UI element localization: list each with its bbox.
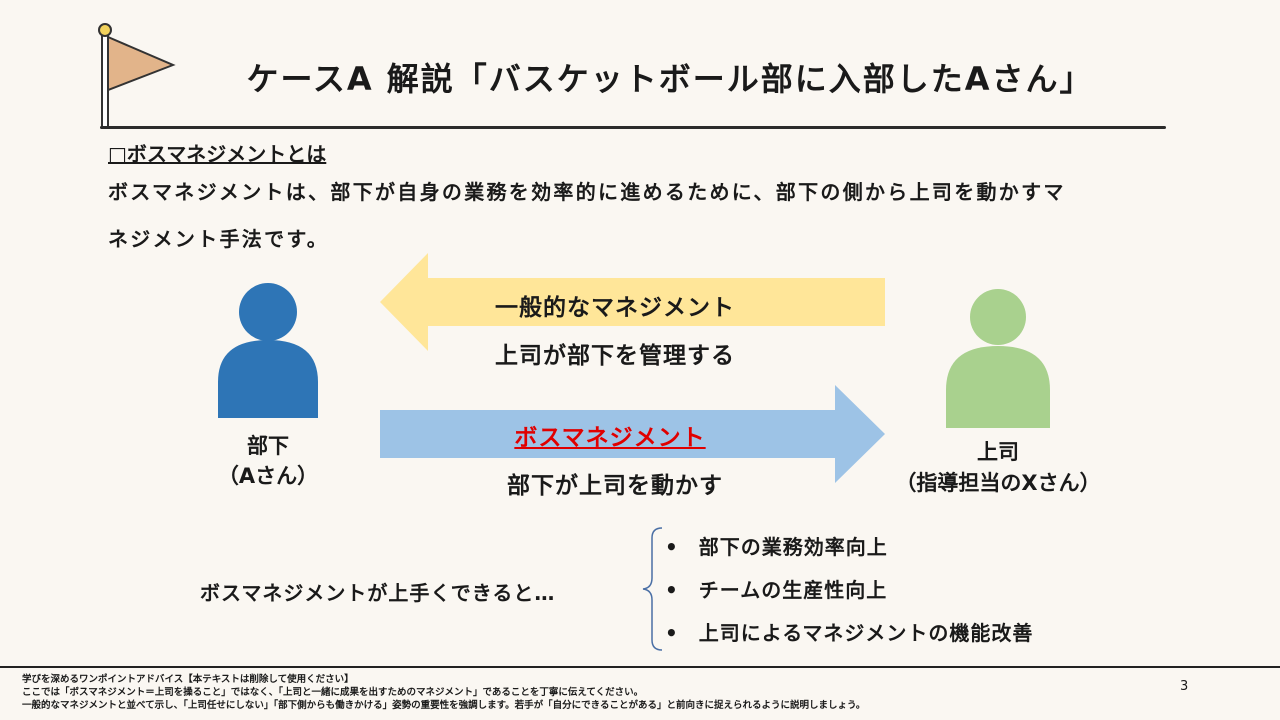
- footer-note: 一般的なマネジメントと並べて示し、「上司任せにしない」「部下側からも働きかける」…: [22, 700, 866, 711]
- left-arrow-general-management: [380, 253, 885, 351]
- bullet-icon: •: [665, 621, 679, 645]
- boss-label: 上司: [977, 440, 1019, 464]
- section-heading: □ボスマネジメントとは: [108, 142, 327, 166]
- subordinate-label: 部下: [247, 434, 289, 458]
- boss-management-caption: 部下が上司を動かす: [507, 473, 723, 499]
- footer-divider: [0, 666, 1280, 668]
- subordinate-sublabel: （Aさん）: [217, 464, 319, 488]
- title-divider: [100, 126, 1166, 129]
- brace-icon: [642, 527, 663, 651]
- right-arrow-boss-management: [380, 385, 885, 483]
- general-management-label: 一般的なマネジメント: [495, 295, 735, 321]
- boss-person-icon: [946, 289, 1050, 428]
- benefit-item: •部下の業務効率向上: [665, 535, 888, 559]
- subordinate-person-icon: [218, 283, 318, 418]
- bullet-icon: •: [665, 535, 679, 559]
- benefits-lead: ボスマネジメントが上手くできると…: [200, 581, 556, 605]
- boss-sublabel: （指導担当のXさん）: [895, 471, 1101, 495]
- body-text-line2: ネジメント手法です。: [108, 227, 329, 251]
- page-title: ケースA 解説「バスケットボール部に入部したAさん」: [246, 60, 1094, 98]
- general-management-caption: 上司が部下を管理する: [495, 343, 735, 369]
- benefit-item: •チームの生産性向上: [665, 578, 888, 602]
- boss-management-label: ボスマネジメント: [514, 425, 706, 451]
- arrows: [380, 253, 885, 483]
- page-number: 3: [1180, 679, 1189, 694]
- footer-note: 学びを深めるワンポイントアドバイス【本テキストは削除して使用ください】: [22, 674, 354, 685]
- body-text-line1: ボスマネジメントは、部下が自身の業務を効率的に進めるために、部下の側から上司を動…: [108, 180, 1066, 204]
- footer-note: ここでは「ボスマネジメント＝上司を操ること」ではなく、「上司と一緒に成果を出すた…: [22, 687, 644, 698]
- bullet-icon: •: [665, 578, 679, 602]
- benefit-item: •上司によるマネジメントの機能改善: [665, 621, 1034, 645]
- flag-icon: [98, 23, 176, 129]
